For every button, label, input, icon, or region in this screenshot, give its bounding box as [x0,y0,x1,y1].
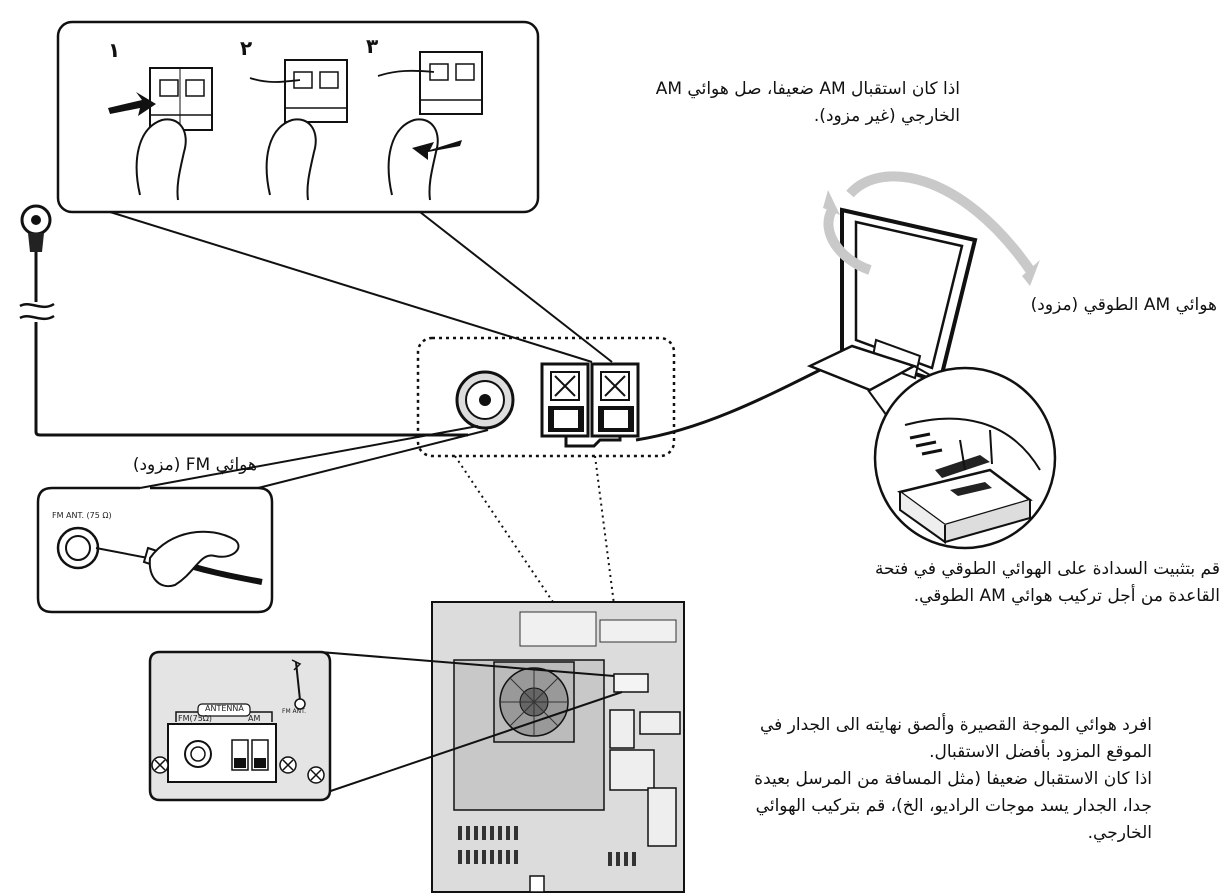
fm-ant-75-label: FM ANT. (75 Ω) [52,511,112,520]
external-am-note-line-1: اذا كان استقبال AM ضعيفا، صل هوائي AM [655,79,960,99]
unit-rear-panel [431,601,685,893]
loop-antenna-label: هوائي AM الطوقي (مزود) [1030,295,1217,315]
fm-instr-line-2: الموقع المزود بأفضل الاستقبال. [929,742,1152,762]
antenna-jack-closeup [148,650,623,802]
fm-instr-line-5: الخارجي. [1087,823,1152,843]
fm-wire-antenna [19,204,468,437]
loop-clip-note-line-2: القاعدة من أجل تركيب هوائي AM الطوقي. [913,586,1220,606]
step-number-3: ٣ [366,34,379,58]
fm-75-jack-label: FM(75Ω) [178,714,213,723]
fm-instr-line-3: اذا كان الاستقبال ضعيفا (مثل المسافة من … [754,769,1152,789]
loop-base-closeup [873,366,1057,550]
fm-plug-closeup [36,425,489,614]
fm-wire-instructions: افرد هوائي الموجة القصيرة وألصق نهايته ا… [692,712,1152,847]
step-2-illustration [249,59,348,201]
step-number-1: ١ [108,38,121,62]
am-jack-label: AM [248,714,261,723]
small-fm-ant-label: FM ANT. [282,708,306,715]
terminal-steps-panel [56,20,540,214]
fm-instr-line-4: جدا، الجدار يسد موجات الراديو، الخ)، قم … [755,796,1152,816]
loop-clip-note-line-1: قم بتثبيت السدادة على الهوائي الطوقي في … [874,559,1220,579]
fm-instr-line-1: افرد هوائي الموجة القصيرة وألصق نهايته ا… [759,715,1152,735]
step-3-illustration [377,51,483,201]
step-1-illustration [108,67,213,201]
antenna-panel-label: ANTENNA [205,704,244,713]
fm-antenna-label: هوائي FM (مزود) [132,455,257,475]
external-am-note-line-2: الخارجي (غير مزود). [813,106,960,126]
loop-clip-note: قم بتثبيت السدادة على الهوائي الطوقي في … [800,556,1220,610]
antenna-terminal-closeup [416,336,676,458]
am-loop-antenna [635,171,1040,442]
external-am-note: اذا كان استقبال AM ضعيفا، صل هوائي AM ال… [540,76,960,130]
step-number-2: ٢ [240,36,253,60]
